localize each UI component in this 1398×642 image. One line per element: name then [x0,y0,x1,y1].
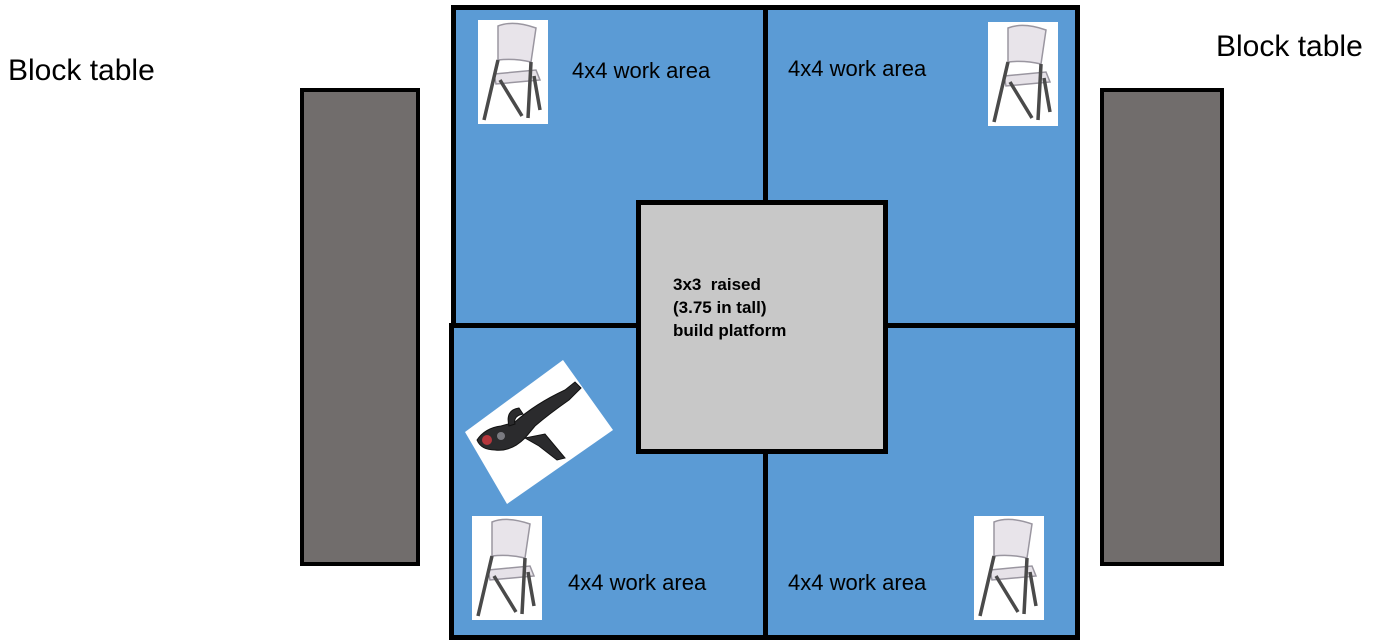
work-area-label-top-right: 4x4 work area [788,56,927,81]
left-block-table [300,88,420,566]
platform-label-line3: build platform [673,321,787,340]
right-block-table [1100,88,1224,566]
platform-label: 3x3 raised (3.75 in tall) build platform [673,273,786,342]
work-area-label-bottom-right: 4x4 work area [788,570,927,595]
platform-label-line1: 3x3 raised [673,275,761,294]
platform-label-line2: (3.75 in tall) [673,298,767,317]
folding-chair-icon [472,516,542,620]
folding-chair-icon [478,20,548,124]
folding-chair-icon [974,516,1044,620]
right-table-label: Block table [1216,30,1363,63]
work-area-label-top-left: 4x4 work area [572,58,711,83]
left-table-label: Block table [8,54,155,87]
work-area-top-left: 4x4 work area [451,5,768,335]
build-platform: 3x3 raised (3.75 in tall) build platform [636,200,888,454]
robot-arm-icon [465,360,613,504]
work-area-label-bottom-left: 4x4 work area [568,570,707,595]
folding-chair-icon [988,22,1058,126]
